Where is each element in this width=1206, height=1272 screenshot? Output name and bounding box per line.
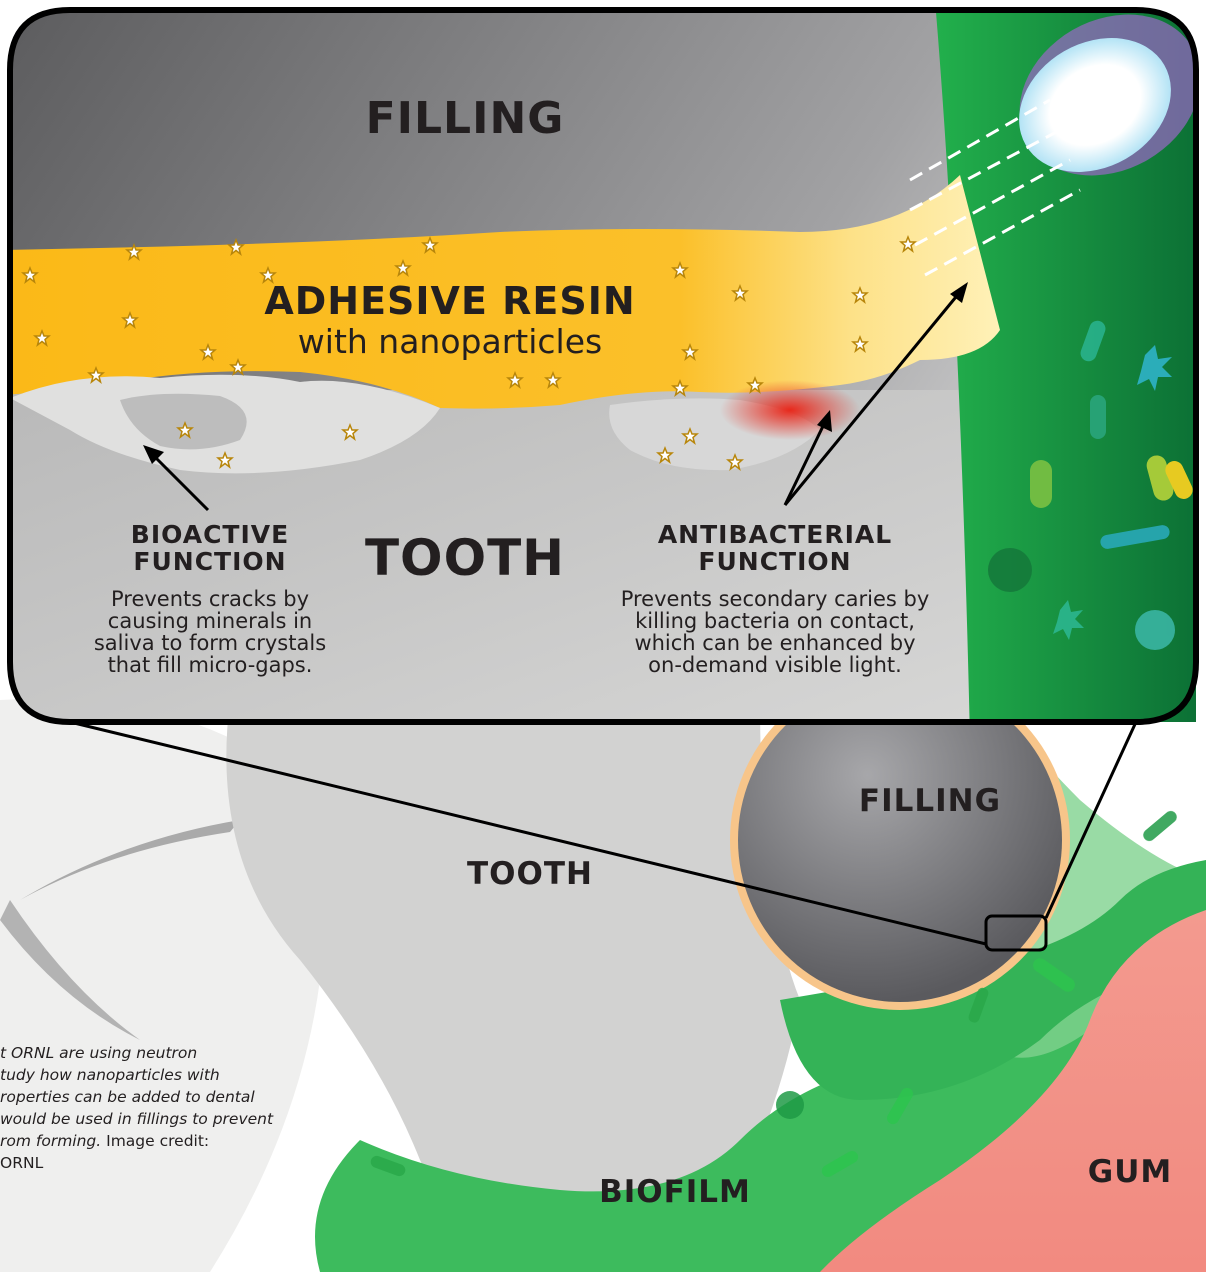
inset-tooth-label: TOOTH <box>350 530 580 586</box>
overview-tooth-label: TOOTH <box>445 856 615 892</box>
bioactive-desc-line: that fill micro-gaps. <box>70 654 350 676</box>
antibacterial-desc-line: Prevents secondary caries by <box>590 588 960 610</box>
overview-gum-label: GUM <box>1070 1154 1190 1190</box>
resin-title: ADHESIVE RESIN <box>240 280 660 322</box>
bioactive-description: Prevents cracks by causing minerals in s… <box>70 588 350 676</box>
caption-line: t ORNL are using neutron <box>0 1042 330 1064</box>
bioactive-desc-line: saliva to form crystals <box>70 632 350 654</box>
image-caption: t ORNL are using neutron tudy how nanopa… <box>0 1042 330 1174</box>
caption-credit-line: ORNL <box>0 1152 330 1174</box>
caption-line: would be used in fillings to prevent <box>0 1108 330 1130</box>
overview-biofilm-label: BIOFILM <box>585 1174 765 1210</box>
caption-line: tudy how nanoparticles with <box>0 1064 330 1086</box>
resin-subtitle: with nanoparticles <box>240 322 660 362</box>
caption-last-italic: rom forming. <box>0 1132 101 1150</box>
antibacterial-desc-line: which can be enhanced by <box>590 632 960 654</box>
caption-line: rom forming. Image credit: <box>0 1130 330 1152</box>
bioactive-desc-line: Prevents cracks by <box>70 588 350 610</box>
antibacterial-desc-line: on-demand visible light. <box>590 654 960 676</box>
caption-credit-inline: Image credit: <box>101 1132 209 1150</box>
overview-filling-label: FILLING <box>840 783 1020 819</box>
antibacterial-title-line1: ANTIBACTERIAL <box>625 521 925 548</box>
antibacterial-title: ANTIBACTERIAL FUNCTION <box>625 521 925 575</box>
inset-filling-label: FILLING <box>330 94 600 144</box>
bioactive-title-line2: FUNCTION <box>110 548 310 575</box>
antibacterial-title-line2: FUNCTION <box>625 548 925 575</box>
bioactive-desc-line: causing minerals in <box>70 610 350 632</box>
antibacterial-description: Prevents secondary caries by killing bac… <box>590 588 960 676</box>
bioactive-title: BIOACTIVE FUNCTION <box>110 521 310 575</box>
caption-line: roperties can be added to dental <box>0 1086 330 1108</box>
bioactive-title-line1: BIOACTIVE <box>110 521 310 548</box>
antibacterial-desc-line: killing bacteria on contact, <box>590 610 960 632</box>
